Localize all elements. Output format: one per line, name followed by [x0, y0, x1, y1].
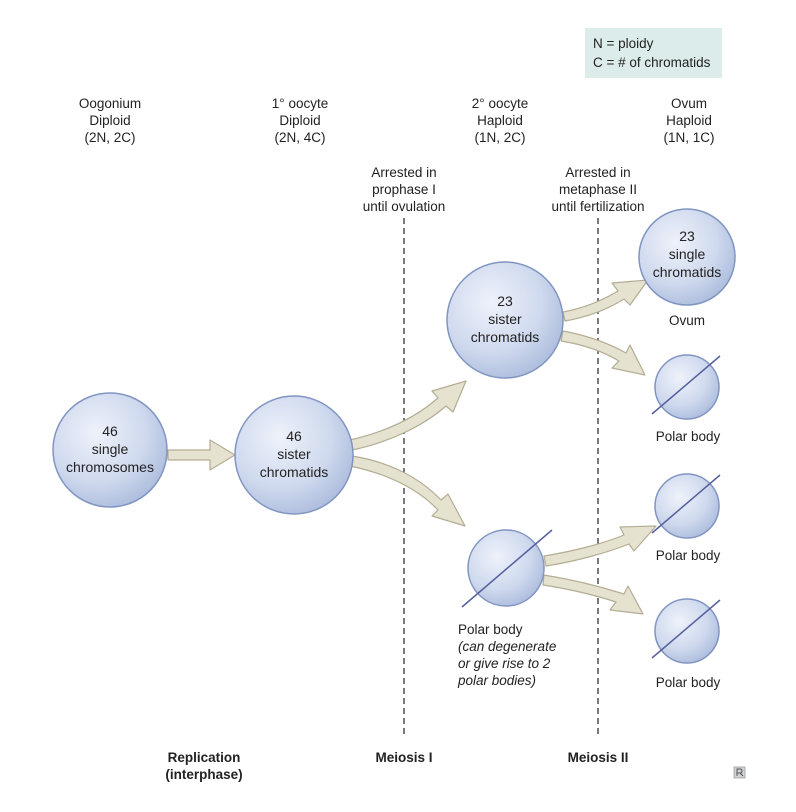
cell-secondary-oocyte: 23 sister chromatids: [446, 261, 564, 379]
polar-body-note: (can degenerate: [458, 639, 556, 654]
polar-body-note: or give rise to 2: [458, 656, 551, 671]
cell-body: [52, 392, 168, 508]
stage-ploidy: Haploid: [477, 113, 523, 128]
arrow-to-secondary-oocyte: [349, 380, 467, 451]
cell-body: [467, 529, 545, 607]
legend-ploidy: N = ploidy: [593, 36, 654, 51]
ovum-label: Ovum: [669, 313, 705, 328]
cell-desc: single: [669, 246, 706, 262]
cell-body: [638, 208, 736, 306]
polar-body-note: polar bodies): [457, 673, 536, 688]
arrest-line: Arrested in: [565, 165, 630, 180]
first-polar-body: Polar body (can degenerate or give rise …: [457, 529, 556, 688]
legend-box: [585, 28, 722, 78]
arrest-line: until ovulation: [363, 199, 446, 214]
polar-body-label: Polar body: [656, 548, 721, 563]
polar-body-label: Polar body: [656, 675, 721, 690]
degenerate-slash: [651, 355, 721, 415]
arrest-line: prophase I: [372, 182, 436, 197]
polar-body-4: Polar body: [651, 598, 721, 690]
phase-meiosis-ii-label: Meiosis II: [568, 750, 629, 765]
stage-header-secondary-oocyte: 2° oocyte Haploid (1N, 2C): [472, 96, 528, 145]
stage-count: (2N, 2C): [84, 130, 135, 145]
cell-desc: chromatids: [653, 264, 721, 280]
arrest-note-metaphase: Arrested in metaphase II until fertiliza…: [551, 165, 644, 214]
stage-count: (1N, 1C): [663, 130, 714, 145]
stage-ploidy: Diploid: [279, 113, 320, 128]
arrow-to-second-polar-body: [560, 330, 646, 376]
legend-chromatids: C = # of chromatids: [593, 55, 711, 70]
arrow-to-first-polar-body: [349, 455, 466, 527]
stage-ploidy: Haploid: [666, 113, 712, 128]
polar-body-label: Polar body: [656, 429, 721, 444]
cell-desc: chromosomes: [66, 459, 154, 475]
degenerate-slash: [651, 474, 721, 534]
cell-oogonium: 46 single chromosomes: [52, 392, 168, 508]
cell-count: 23: [497, 293, 513, 309]
stage-header-ovum: Ovum Haploid (1N, 1C): [663, 96, 714, 145]
stage-header-primary-oocyte: 1° oocyte Diploid (2N, 4C): [272, 96, 328, 145]
arrow-to-polar-body-4: [542, 574, 644, 615]
stage-name: 2° oocyte: [472, 96, 528, 111]
stage-name: Ovum: [671, 96, 707, 111]
cell-count: 46: [286, 428, 302, 444]
stage-name: 1° oocyte: [272, 96, 328, 111]
stage-count: (2N, 4C): [274, 130, 325, 145]
cell-desc: sister: [277, 446, 311, 462]
cell-desc: chromatids: [260, 464, 328, 480]
phase-meiosis-i-label: Meiosis I: [375, 750, 432, 765]
arrow-replication: [167, 439, 236, 471]
cell-ovum: 23 single chromatids Ovum: [638, 208, 736, 328]
cell-primary-oocyte: 46 sister chromatids: [234, 395, 354, 515]
polar-body-2: Polar body: [651, 354, 721, 444]
phase-replication-label: Replication: [168, 750, 241, 765]
degenerate-slash: [461, 529, 553, 608]
cell-desc: single: [92, 441, 129, 457]
degenerate-slash: [651, 599, 721, 659]
stage-ploidy: Diploid: [89, 113, 130, 128]
stage-name: Oogonium: [79, 96, 141, 111]
cell-desc: sister: [488, 311, 522, 327]
arrest-line: Arrested in: [371, 165, 436, 180]
stage-header-oogonium: Oogonium Diploid (2N, 2C): [79, 96, 141, 145]
phase-replication-sub: (interphase): [165, 767, 242, 782]
cell-count: 46: [102, 423, 118, 439]
polar-body-label: Polar body: [458, 622, 523, 637]
cell-body: [234, 395, 354, 515]
arrow-to-ovum: [562, 279, 649, 322]
polar-body-3: Polar body: [651, 473, 721, 563]
cell-body: [446, 261, 564, 379]
arrow-to-polar-body-3: [543, 525, 657, 567]
cell-desc: chromatids: [471, 329, 539, 345]
arrest-line: until fertilization: [551, 199, 644, 214]
arrest-line: metaphase II: [559, 182, 637, 197]
cell-count: 23: [679, 228, 695, 244]
publisher-logo-icon: [733, 766, 746, 779]
stage-count: (1N, 2C): [474, 130, 525, 145]
arrest-note-prophase: Arrested in prophase I until ovulation: [363, 165, 446, 214]
